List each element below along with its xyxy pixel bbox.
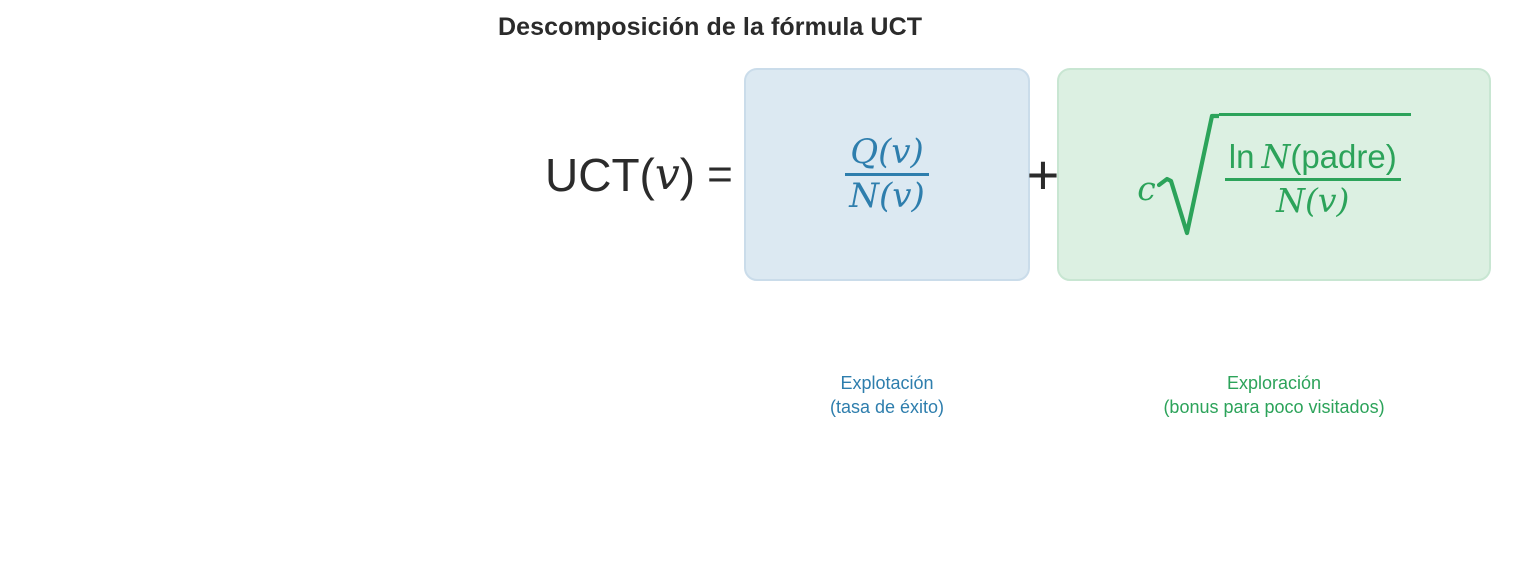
exploitation-term-box[interactable]: Q(v) N(v) bbox=[744, 68, 1030, 281]
exploration-caption: Exploración (bonus para poco visitados) bbox=[1057, 371, 1491, 419]
exploitation-denominator: N(v) bbox=[845, 176, 929, 216]
exploitation-caption-line2: (tasa de éxito) bbox=[829, 397, 945, 417]
n-function-symbol: N bbox=[849, 176, 879, 216]
exploration-denominator: N(v) bbox=[1272, 180, 1353, 220]
exploitation-fraction: Q(v) N(v) bbox=[845, 131, 929, 216]
exploitation-caption-line1: Explotación bbox=[840, 373, 934, 393]
numerator-variable: v bbox=[891, 131, 911, 172]
fraction-bar bbox=[1224, 177, 1401, 181]
n-function-symbol-parent: N bbox=[1261, 137, 1291, 177]
exploitation-numerator: Q(v) bbox=[846, 131, 928, 172]
equals-sign: = bbox=[707, 149, 733, 199]
fraction-bar bbox=[845, 173, 929, 176]
uct-function-name: UCT bbox=[545, 148, 640, 201]
sqrt-icon bbox=[1156, 113, 1219, 235]
formula-left-hand-side: UCT(v) = bbox=[545, 68, 733, 281]
numerator-close-paren: ) bbox=[910, 131, 924, 172]
exploration-caption-line2: (bonus para poco visitados) bbox=[1163, 397, 1385, 417]
exploration-caption-line1: Exploración bbox=[1226, 373, 1322, 393]
plus-operator: + bbox=[1026, 142, 1060, 206]
denominator-open-paren: ( bbox=[879, 176, 893, 216]
q-function-symbol: Q bbox=[850, 131, 879, 172]
denominator-close-paren: ) bbox=[1336, 180, 1350, 220]
exploitation-caption: Explotación (tasa de éxito) bbox=[744, 371, 1030, 419]
lhs-open-paren: ( bbox=[639, 148, 655, 201]
denominator-open-paren: ( bbox=[1304, 180, 1318, 220]
denominator-close-paren: ) bbox=[911, 176, 925, 216]
natural-log-operator: ln bbox=[1228, 138, 1255, 176]
denominator-variable: v bbox=[1317, 180, 1337, 220]
n-function-symbol-node: N bbox=[1276, 180, 1305, 220]
lhs-node-variable: v bbox=[654, 149, 680, 200]
denominator-variable: v bbox=[892, 176, 912, 216]
lhs-close-paren: ) bbox=[679, 148, 696, 201]
numerator-open-paren: ( bbox=[878, 131, 892, 172]
exploration-coefficient: c bbox=[1137, 169, 1156, 208]
parent-argument: (padre) bbox=[1290, 138, 1397, 176]
page-title: Descomposición de la fórmula UCT bbox=[498, 13, 923, 41]
